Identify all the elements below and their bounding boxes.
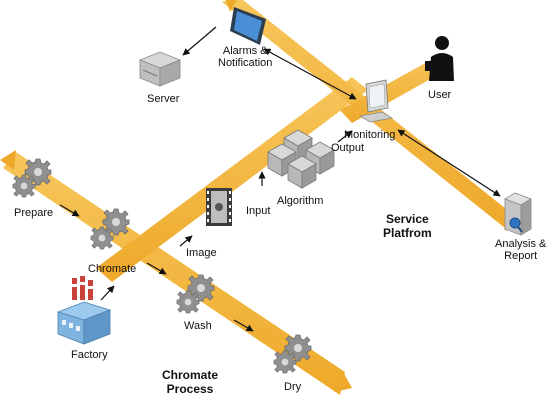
- label-factory: Factory: [71, 349, 108, 361]
- alarms-screen-icon: [230, 7, 266, 45]
- label-chromate: Chromate: [88, 263, 137, 275]
- server-icon: [138, 51, 182, 87]
- analysis-report-icon: [504, 192, 532, 236]
- label-output: Output: [331, 142, 365, 154]
- label-server: Server: [147, 93, 180, 105]
- label-input: Input: [246, 205, 271, 217]
- label-monitoring: Monitoring: [344, 129, 396, 141]
- label-alarms-notification: Alarms &Notification: [218, 45, 273, 69]
- label-algorithm: Algorithm: [277, 195, 324, 207]
- label-wash: Wash: [184, 320, 212, 332]
- algorithm-cubes-icon: [267, 129, 335, 189]
- label-analysis-report: Analysis &Report: [495, 238, 547, 262]
- monitoring-computer-icon: [358, 79, 394, 123]
- user-icon: [425, 36, 454, 81]
- factory-icon: [56, 276, 112, 345]
- label-user: User: [428, 89, 452, 101]
- image-filmstrip-icon: [206, 188, 232, 226]
- label-dry: Dry: [284, 381, 302, 393]
- label-prepare: Prepare: [14, 207, 54, 219]
- band-data-flow: [96, 77, 368, 282]
- label-image: Image: [186, 247, 217, 259]
- band-chromate-process: [3, 152, 345, 395]
